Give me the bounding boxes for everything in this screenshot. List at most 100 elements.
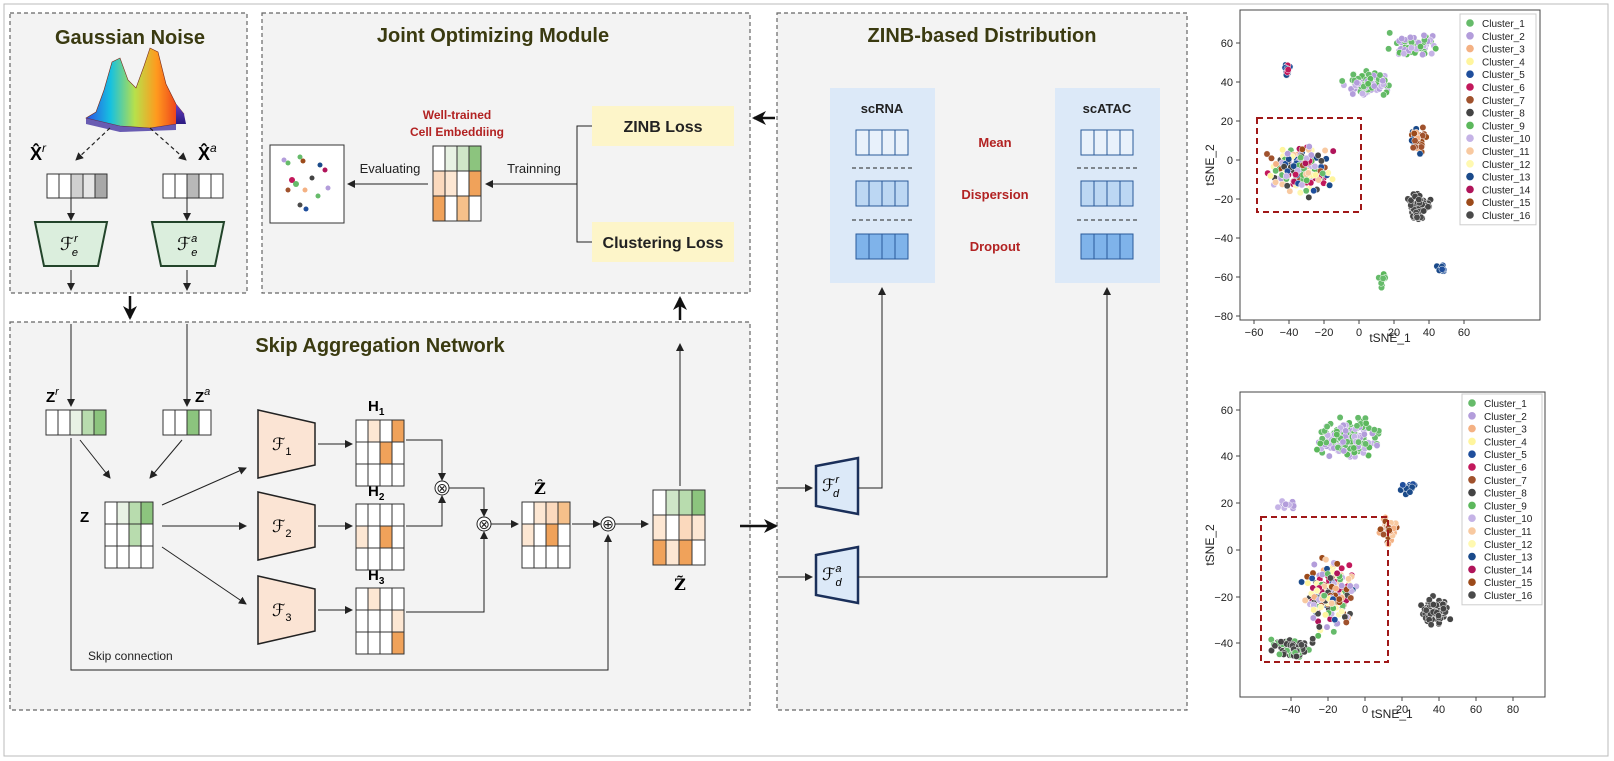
- za-label: Za: [195, 386, 210, 406]
- scatter-point: [1360, 430, 1368, 438]
- scatter-point: [1347, 594, 1355, 602]
- scatter-point: [1308, 574, 1316, 582]
- z-matrix: [104, 501, 154, 569]
- scatter-point: [1406, 488, 1414, 496]
- scatter-point: [1323, 423, 1331, 431]
- y-tick-label: 60: [1221, 38, 1233, 50]
- scatter-point: [1305, 143, 1313, 151]
- h3-to-mult2-arrow: [406, 531, 488, 613]
- y-tick-label: 0: [1227, 545, 1233, 557]
- legend-marker: [1468, 552, 1476, 561]
- f2-label: ℱ2: [272, 517, 292, 540]
- y-tick-label: 40: [1221, 77, 1233, 89]
- scatter-point: [1330, 437, 1338, 445]
- scatter-point: [1338, 77, 1346, 85]
- scatter-point: [1325, 452, 1333, 460]
- scatter-point: [1424, 203, 1432, 211]
- scatter-point: [1377, 525, 1384, 533]
- xa-vector: [162, 173, 224, 199]
- zinb-loss-box: [592, 106, 734, 146]
- legend-marker: [1466, 185, 1474, 194]
- x-tick-label: 20: [1396, 704, 1408, 716]
- gaussian-noise-surface: [85, 47, 186, 132]
- legend-marker: [1466, 121, 1474, 130]
- scatter-point: [1419, 51, 1427, 59]
- legend-label: Cluster_12: [1482, 160, 1531, 171]
- scatter-point: [1386, 29, 1394, 37]
- tsne-top-ylabel: tSNE_2: [1203, 144, 1217, 186]
- skip-connection-line: [70, 438, 612, 671]
- evaluating-label: Evaluating: [360, 161, 421, 176]
- scatter-point: [1420, 31, 1428, 39]
- legend-label: Cluster_8: [1482, 109, 1525, 120]
- legend-marker: [1466, 19, 1474, 27]
- scatter-point: [1284, 66, 1292, 74]
- scrna-dropout-vector: [855, 233, 909, 260]
- zinb-loss-label: ZINB Loss: [623, 119, 702, 136]
- scatter-point: [1407, 44, 1415, 52]
- scatter-point: [1353, 79, 1361, 87]
- decoder-a-to-scatac-arrow: [858, 287, 1111, 578]
- legend-marker: [1466, 32, 1474, 40]
- scatter-point: [1335, 595, 1343, 603]
- add-op-glyph: ⊕: [602, 516, 614, 532]
- legend-label: Cluster_7: [1484, 476, 1527, 487]
- scatac-dispersion-vector: [1080, 180, 1134, 207]
- legend-marker: [1468, 476, 1476, 484]
- legend-marker: [1466, 198, 1474, 206]
- scatter-point: [1298, 145, 1306, 153]
- scatter-point: [1333, 569, 1341, 577]
- training-label: Trainning: [507, 161, 561, 176]
- scatter-point: [1446, 615, 1454, 623]
- x-tick-label: 0: [1356, 327, 1362, 339]
- legend-label: Cluster_15: [1482, 198, 1531, 209]
- scatter-point: [1345, 561, 1353, 569]
- scatter-point: [1398, 35, 1406, 43]
- scatter-point: [1329, 175, 1336, 183]
- scatter-point: [1332, 585, 1340, 592]
- scatter-point: [1302, 187, 1310, 195]
- legend-label: Cluster_15: [1484, 578, 1533, 589]
- za-to-z-arrow: [149, 439, 183, 479]
- scatac-label: scATAC: [1083, 101, 1132, 116]
- scatter-point: [1277, 638, 1285, 646]
- y-tick-label: 0: [1227, 155, 1233, 167]
- scatter-point: [1370, 426, 1378, 434]
- scatter-point: [1432, 45, 1440, 53]
- skip-aggregation-title: Skip Aggregation Network: [255, 335, 505, 357]
- legend-label: Cluster_13: [1484, 553, 1533, 564]
- scatter-point: [1346, 582, 1354, 590]
- legend-label: Cluster_5: [1482, 70, 1525, 81]
- scatter-point: [1379, 274, 1387, 282]
- scatter-point: [1292, 171, 1300, 179]
- scatter-point: [1439, 605, 1447, 613]
- legend-label: Cluster_6: [1484, 463, 1527, 474]
- h2-matrix: [355, 503, 405, 571]
- legend-label: Cluster_10: [1482, 134, 1531, 145]
- scatac-dropout-vector: [1080, 233, 1134, 260]
- scatter-point: [1276, 650, 1283, 658]
- legend-label: Cluster_12: [1484, 540, 1533, 551]
- dropout-label: Dropout: [970, 239, 1021, 254]
- scatter-point: [1271, 642, 1279, 650]
- scatter-point: [1329, 147, 1337, 155]
- legend-label: Cluster_10: [1484, 514, 1533, 525]
- gaussian-noise-title: Gaussian Noise: [55, 27, 205, 49]
- scatter-point: [1272, 178, 1280, 186]
- tsne-top-highlight-box: [1256, 117, 1362, 213]
- scatter-point: [1416, 150, 1424, 158]
- loss-bracket: [576, 125, 592, 243]
- scatter-point: [1350, 444, 1358, 452]
- scrna-mean-vector: [855, 129, 909, 156]
- legend-label: Cluster_1: [1482, 19, 1525, 30]
- scatter-point: [1313, 446, 1321, 454]
- scatter-point: [1303, 176, 1311, 184]
- f1-label: ℱ1: [272, 435, 292, 458]
- scatter-point: [1323, 623, 1331, 631]
- legend-label: Cluster_4: [1484, 437, 1527, 448]
- h3-matrix: [355, 587, 405, 655]
- tsne-bottom-points: [1267, 414, 1454, 661]
- scatter-point: [1301, 596, 1309, 604]
